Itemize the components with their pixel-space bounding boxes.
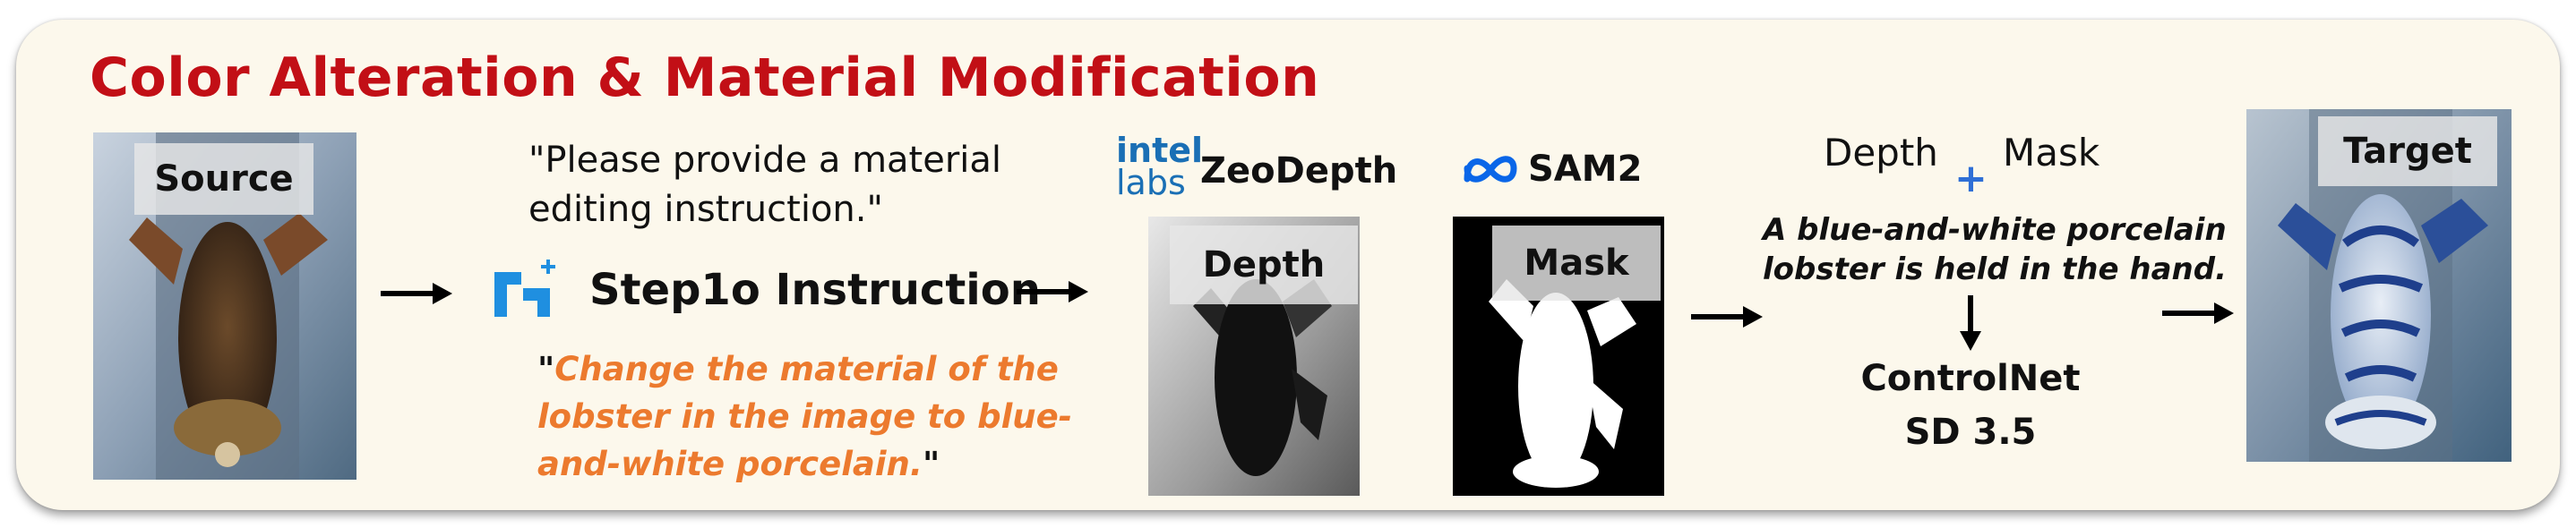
intel-logo-text: intel	[1116, 134, 1203, 166]
instruction-open-quote: "	[537, 350, 554, 388]
labs-logo-text: labs	[1116, 166, 1203, 199]
zeodepth-label: ZeoDepth	[1200, 150, 1397, 192]
target-label: Target	[2318, 116, 2497, 186]
combine-depth-label: Depth	[1824, 131, 1938, 175]
instruction-line3: and-white porcelain."	[537, 440, 940, 488]
caption-line2: lobster is held in the hand.	[1763, 247, 2175, 292]
instruction-line1: "Change the material of the	[537, 345, 1059, 393]
depth-label: Depth	[1170, 226, 1358, 304]
step-label: Step1o Instruction	[589, 265, 1041, 315]
arrow-caption-to-generator	[1954, 295, 1987, 351]
instruction-line3-text: and-white porcelain.	[537, 445, 923, 483]
prompt-request-line1: "Please provide a material	[528, 136, 1001, 185]
arrow-step-to-depth	[1017, 276, 1088, 308]
instruction-close-quote: "	[923, 445, 940, 483]
instruction-line2: lobster in the image to blue-	[537, 393, 1072, 440]
sam2-label: SAM2	[1528, 149, 1642, 190]
arrow-generator-to-target	[2162, 297, 2234, 329]
generator-line1: ControlNet	[1791, 353, 2150, 405]
arrow-source-to-step	[381, 277, 452, 310]
meta-logo-icon	[1462, 152, 1519, 186]
arrow-mask-to-combine	[1691, 301, 1763, 333]
mask-label: Mask	[1492, 226, 1661, 301]
combine-plus: +	[1954, 156, 1988, 201]
step-logo-icon	[491, 258, 564, 322]
source-label: Source	[134, 143, 313, 215]
intel-labs-logo: intel labs	[1116, 134, 1203, 199]
combine-mask-label: Mask	[2003, 131, 2099, 175]
caption-line1: A blue-and-white porcelain	[1763, 208, 2175, 252]
prompt-request-line2: editing instruction."	[528, 185, 883, 234]
diagram-title: Color Alteration & Material Modification	[90, 47, 1319, 109]
generator-line2: SD 3.5	[1791, 406, 2150, 458]
instruction-line1-text: Change the material of the	[554, 350, 1059, 388]
